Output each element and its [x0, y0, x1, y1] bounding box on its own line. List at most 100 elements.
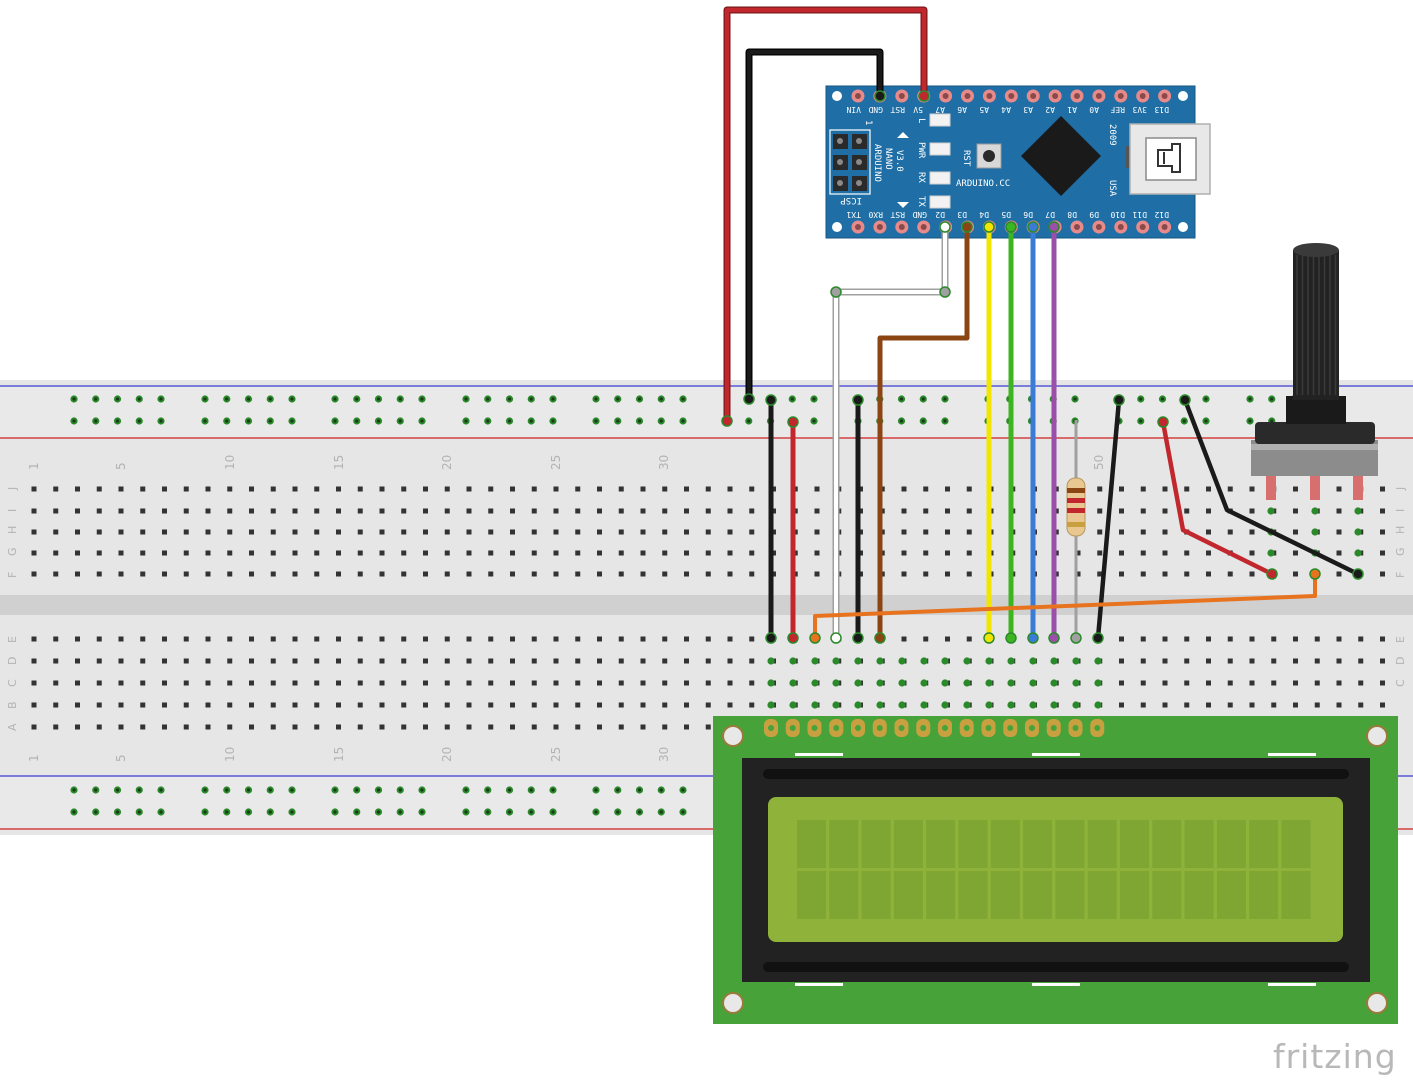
wire-end[interactable]	[1048, 221, 1060, 233]
bb-hole	[1249, 571, 1255, 577]
bb-hole	[31, 529, 37, 535]
wire-end[interactable]	[983, 632, 995, 644]
wire-end[interactable]	[1157, 416, 1169, 428]
lcd-cell	[926, 871, 956, 919]
wire-end[interactable]	[1048, 632, 1060, 644]
bb-hole	[270, 680, 276, 686]
bb-hole	[662, 529, 668, 535]
wire-end[interactable]	[918, 90, 930, 102]
wire-end[interactable]	[1070, 632, 1082, 644]
wire-end[interactable]	[809, 632, 821, 644]
bb-hole	[705, 486, 711, 492]
wire-end[interactable]	[1352, 568, 1364, 580]
row-letter: A	[6, 723, 19, 731]
lcd-character-cells	[797, 820, 1311, 919]
bb-hole	[1075, 571, 1081, 577]
wire-end[interactable]	[1179, 394, 1191, 406]
rail-hole-core	[290, 788, 294, 792]
bb-hole	[1119, 508, 1124, 514]
wire-end[interactable]	[1005, 221, 1017, 233]
pot-leg	[1266, 470, 1276, 500]
rail-hole-core	[137, 788, 141, 792]
nano-pin-hole	[942, 93, 949, 99]
bb-hole	[1314, 702, 1320, 708]
wire-end[interactable]	[852, 632, 864, 644]
lcd-cell	[1023, 820, 1053, 868]
wire-end[interactable]	[961, 221, 973, 233]
wire-end[interactable]	[1005, 632, 1017, 644]
wire-black-diag	[1095, 397, 1122, 641]
bb-hole	[618, 550, 624, 556]
lcd-bracket-mark	[1032, 753, 1080, 756]
bb-hole	[1097, 550, 1103, 556]
wire-end[interactable]	[852, 394, 864, 406]
row-letter: B	[6, 701, 19, 709]
wire-end[interactable]	[1266, 568, 1278, 580]
bb-hole	[357, 529, 363, 535]
bb-hole	[1293, 702, 1298, 708]
row-letters-right: J I H G F E D C	[1394, 487, 1407, 687]
wire-end[interactable]	[874, 90, 886, 102]
col-number: 10	[223, 455, 237, 470]
bb-hole	[292, 571, 298, 577]
lcd-pin-hole	[985, 725, 992, 731]
bb-hole	[444, 724, 450, 730]
wire-end[interactable]	[983, 221, 995, 233]
wire-end[interactable]	[1113, 394, 1125, 406]
bb-hole	[531, 724, 537, 730]
bb-hole	[205, 486, 211, 492]
wire-end[interactable]	[787, 416, 799, 428]
wire-end[interactable]	[874, 632, 886, 644]
wire-end[interactable]	[765, 394, 777, 406]
wire-end[interactable]	[1092, 632, 1104, 644]
rail-hole-core	[486, 788, 490, 792]
col-number: 1	[27, 754, 41, 762]
connected-hole	[1029, 701, 1037, 709]
wire-end[interactable]	[765, 632, 777, 644]
rail-hole-core	[355, 397, 359, 401]
resistor-band	[1067, 498, 1085, 503]
wire-gnd	[746, 49, 883, 402]
wire-end[interactable]	[939, 286, 951, 298]
bb-hole	[379, 636, 385, 642]
bb-hole	[749, 508, 755, 514]
bb-hole	[749, 486, 755, 492]
lcd-cell	[1023, 871, 1053, 919]
wire-end[interactable]	[1027, 632, 1039, 644]
bb-hole	[1206, 658, 1211, 664]
bb-hole	[640, 680, 646, 686]
reset-button-cap	[983, 150, 995, 162]
rail-hole-core	[1204, 419, 1208, 423]
bb-hole	[1227, 702, 1233, 708]
bb-hole	[357, 724, 363, 730]
lcd-pin-hole	[1094, 725, 1101, 731]
bb-hole	[205, 702, 211, 708]
bb-hole	[140, 571, 146, 577]
bb-hole	[379, 550, 385, 556]
bb-hole	[96, 571, 102, 577]
wire-end[interactable]	[743, 393, 755, 405]
bb-hole	[1162, 529, 1168, 535]
wire-end[interactable]	[830, 632, 842, 644]
wire-end[interactable]	[830, 286, 842, 298]
bb-hole	[488, 680, 494, 686]
bb-hole	[314, 508, 320, 514]
wire-end[interactable]	[1027, 221, 1039, 233]
nano-pin-hole	[1095, 93, 1102, 99]
bb-hole	[1271, 636, 1277, 642]
icsp-pin-hole	[837, 180, 843, 186]
bb-hole	[118, 680, 124, 686]
wire-end[interactable]	[787, 632, 799, 644]
wire-end[interactable]	[939, 221, 951, 233]
wire-end[interactable]	[721, 415, 733, 427]
potentiometer[interactable]	[1251, 243, 1378, 500]
bb-hole	[96, 486, 102, 492]
nano-pin-hole	[920, 224, 927, 230]
bb-hole	[336, 571, 341, 577]
connected-hole	[767, 701, 775, 709]
bb-hole	[1140, 658, 1146, 664]
nano-pin-hole	[855, 224, 861, 230]
bb-hole	[466, 571, 472, 577]
wire-end[interactable]	[1309, 568, 1321, 580]
lcd-cell	[926, 820, 956, 868]
